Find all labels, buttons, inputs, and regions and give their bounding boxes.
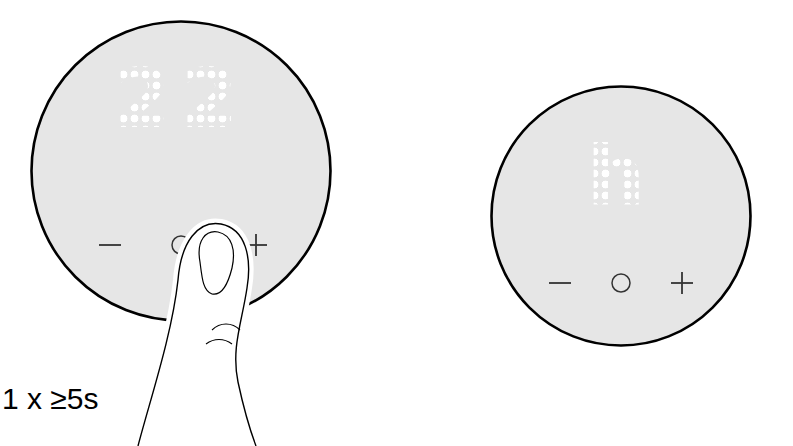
minus-button — [549, 282, 571, 284]
press-duration: 1 x ≥5s — [2, 382, 99, 416]
minus-button — [99, 244, 121, 246]
thermostat-dial: h — [490, 85, 752, 347]
plus-button — [255, 234, 257, 256]
thermostat-dial: 22 — [30, 20, 332, 322]
ok-button — [172, 236, 190, 254]
ok-button — [612, 274, 630, 292]
display-readout: 22 — [30, 58, 332, 140]
plus-button — [681, 272, 683, 294]
display-readout: h — [490, 135, 752, 217]
